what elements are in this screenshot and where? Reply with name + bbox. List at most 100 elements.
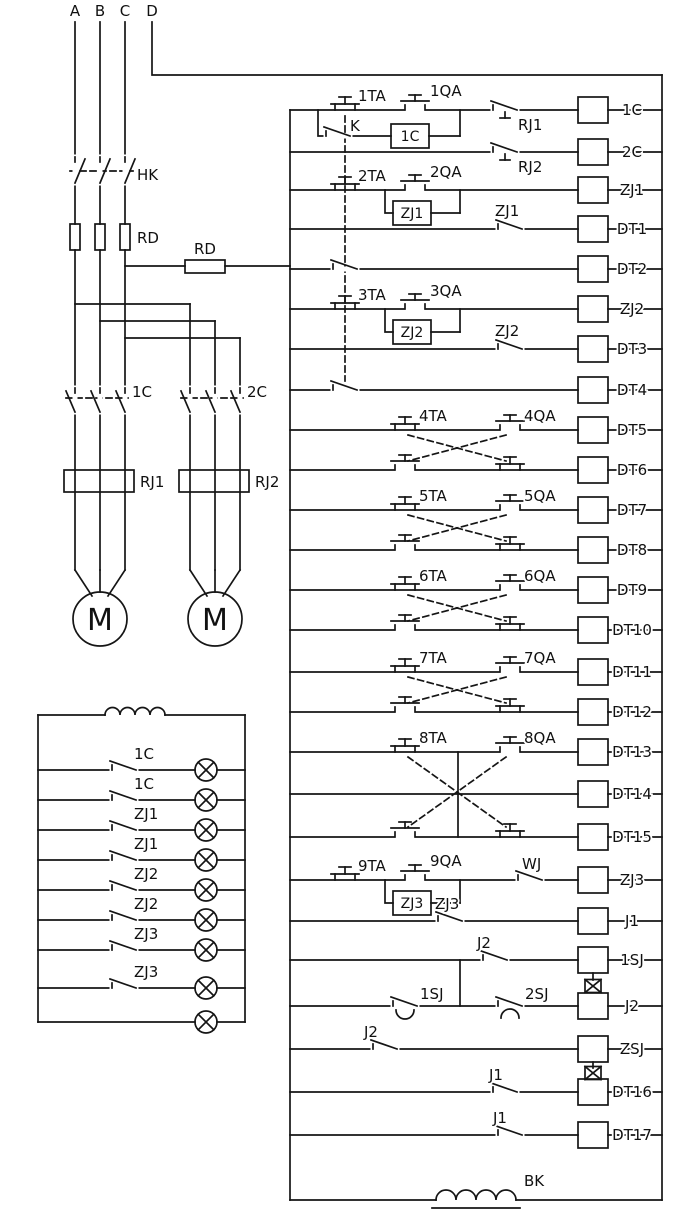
inductor-icon (435, 1189, 517, 1201)
coil-dt15: DT15 (577, 823, 663, 851)
overload-contact-icon (491, 101, 517, 118)
linked-contact-icon (495, 823, 525, 838)
motor-circle-icon (187, 591, 243, 647)
linked-contact-icon (391, 615, 419, 630)
lamp-contact-label: ZJ1 (134, 805, 158, 823)
coil-label: DT12 (612, 703, 652, 721)
qa-contact-icon (496, 495, 524, 510)
pair-4: 4TA 4QA (390, 405, 558, 470)
phase-c-label: C (120, 2, 130, 20)
coil-label: DT7 (617, 501, 647, 519)
coil-1c: 1C (577, 96, 663, 124)
coil-zj3: ZJ3 (577, 866, 663, 894)
holdbox-zj2-label: ZJ2 (401, 325, 424, 341)
ta-contact-icon (390, 738, 420, 753)
rung-2c-components: RJ2 (491, 143, 544, 178)
label-1ta: 1TA (358, 87, 387, 105)
rung-j1-components: ZJ3 (433, 893, 462, 921)
coil-j1: J1 (577, 907, 663, 935)
label-1qa: 1QA (430, 82, 462, 100)
qa-contact-icon (496, 575, 524, 590)
coil-dt1: DT1 (577, 215, 663, 243)
coil-label: ZSJ (620, 1040, 644, 1058)
lamp-contact-icon (110, 851, 136, 860)
ta-contact-icon (390, 576, 420, 591)
rd-control-label: RD (194, 240, 216, 258)
phase-b-label: B (95, 2, 105, 20)
label-zj1-contact: ZJ1 (495, 202, 519, 220)
lamp-icon (194, 1010, 218, 1034)
coil-dt9: DT9 (577, 576, 663, 604)
coil-label: DT6 (617, 461, 647, 479)
label-1sj-contact: 1SJ (420, 985, 444, 1003)
label-2ta: 2TA (358, 167, 387, 185)
phase-a-label: A (70, 2, 81, 20)
zj2-contact-icon (496, 340, 522, 349)
coil-label: DT3 (617, 340, 647, 358)
coil-dt12: DT12 (577, 698, 663, 726)
knife-pole-icon (100, 157, 110, 183)
coil-label: DT15 (612, 828, 652, 846)
pair-5: 5TA 5QA (390, 485, 558, 550)
coil-zj1: ZJ1 (577, 176, 663, 204)
ta-contact-icon (390, 416, 420, 431)
label-rj2-contact: RJ2 (518, 158, 542, 176)
contactor-2c-poles: 2C (181, 381, 269, 412)
linked-contact-icon (391, 535, 419, 550)
label-4ta: 4TA (419, 407, 448, 425)
rung-1c-components: 1TA 1QA K 1C RJ1 (317, 80, 544, 149)
lamp-contact-label: ZJ3 (134, 925, 158, 943)
ta-contact-icon (390, 496, 420, 511)
rung-dt16-components: J1 (486, 1064, 517, 1092)
label-j2-contact-2: J2 (363, 1023, 378, 1041)
bus-wires (151, 21, 663, 1201)
lamp-row: ZJ1 (37, 833, 246, 872)
coil-dt7: DT7 (577, 496, 663, 524)
thermal-relay-rj2: RJ2 (178, 469, 281, 493)
coil-dt5: DT5 (577, 416, 663, 444)
lamp-contact-icon (110, 881, 136, 890)
thermal-relay-rj1: RJ1 (63, 469, 166, 493)
coil-label: DT9 (617, 581, 647, 599)
coil-zsj: ZSJ (577, 1035, 663, 1063)
fuse-icon (69, 223, 81, 251)
coil-dt11: DT11 (577, 658, 663, 686)
contactor-1c-poles: 1C (66, 381, 154, 412)
pair-8: 8TA 8QA (390, 727, 558, 838)
linked-contact-icon (331, 260, 357, 269)
coil-dt10: DT10 (577, 616, 663, 644)
coil-label: ZJ3 (620, 871, 644, 889)
coil-label: 1SJ (620, 951, 644, 969)
zj1-contact-icon (496, 220, 522, 229)
lamp-contact-icon (110, 979, 136, 988)
coil-label: DT2 (617, 260, 647, 278)
coil-1sj: 1SJ (577, 946, 663, 974)
contactor-pole-icon (206, 388, 215, 412)
lamp-contact-label: 1C (134, 775, 154, 793)
lamp-row: ZJ2 (37, 863, 246, 902)
lamp-contact-icon (110, 911, 136, 920)
j1-contact-icon (496, 1126, 522, 1135)
coil-j2: J2 (577, 992, 663, 1020)
phase-d-label: D (146, 2, 158, 20)
coil-label: DT5 (617, 421, 647, 439)
flag-xbox-icon (584, 978, 602, 994)
holdbox-1c-label: 1C (401, 129, 420, 145)
label-8qa: 8QA (524, 729, 556, 747)
pair-7: 7TA 7QA (391, 647, 558, 712)
rung-1sj-components: J2 (474, 932, 507, 960)
start-button-icon (401, 865, 429, 880)
label-7ta: 7TA (419, 649, 448, 667)
rj2-label: RJ2 (255, 473, 279, 491)
label-rj1-contact: RJ1 (518, 116, 542, 134)
coil-dt4: DT4 (577, 376, 663, 404)
linked-contact-icon (331, 381, 357, 390)
control-section: 1TA 1QA K 1C RJ1 RJ2 2TA 2QA ZJ1 ZJ1 (151, 21, 663, 1209)
label-5qa: 5QA (524, 487, 556, 505)
label-2sj-contact: 2SJ (525, 985, 549, 1003)
contactor-1c-label: 1C (132, 383, 152, 401)
fuse-icon (184, 259, 226, 274)
stop-button-icon (330, 866, 360, 881)
